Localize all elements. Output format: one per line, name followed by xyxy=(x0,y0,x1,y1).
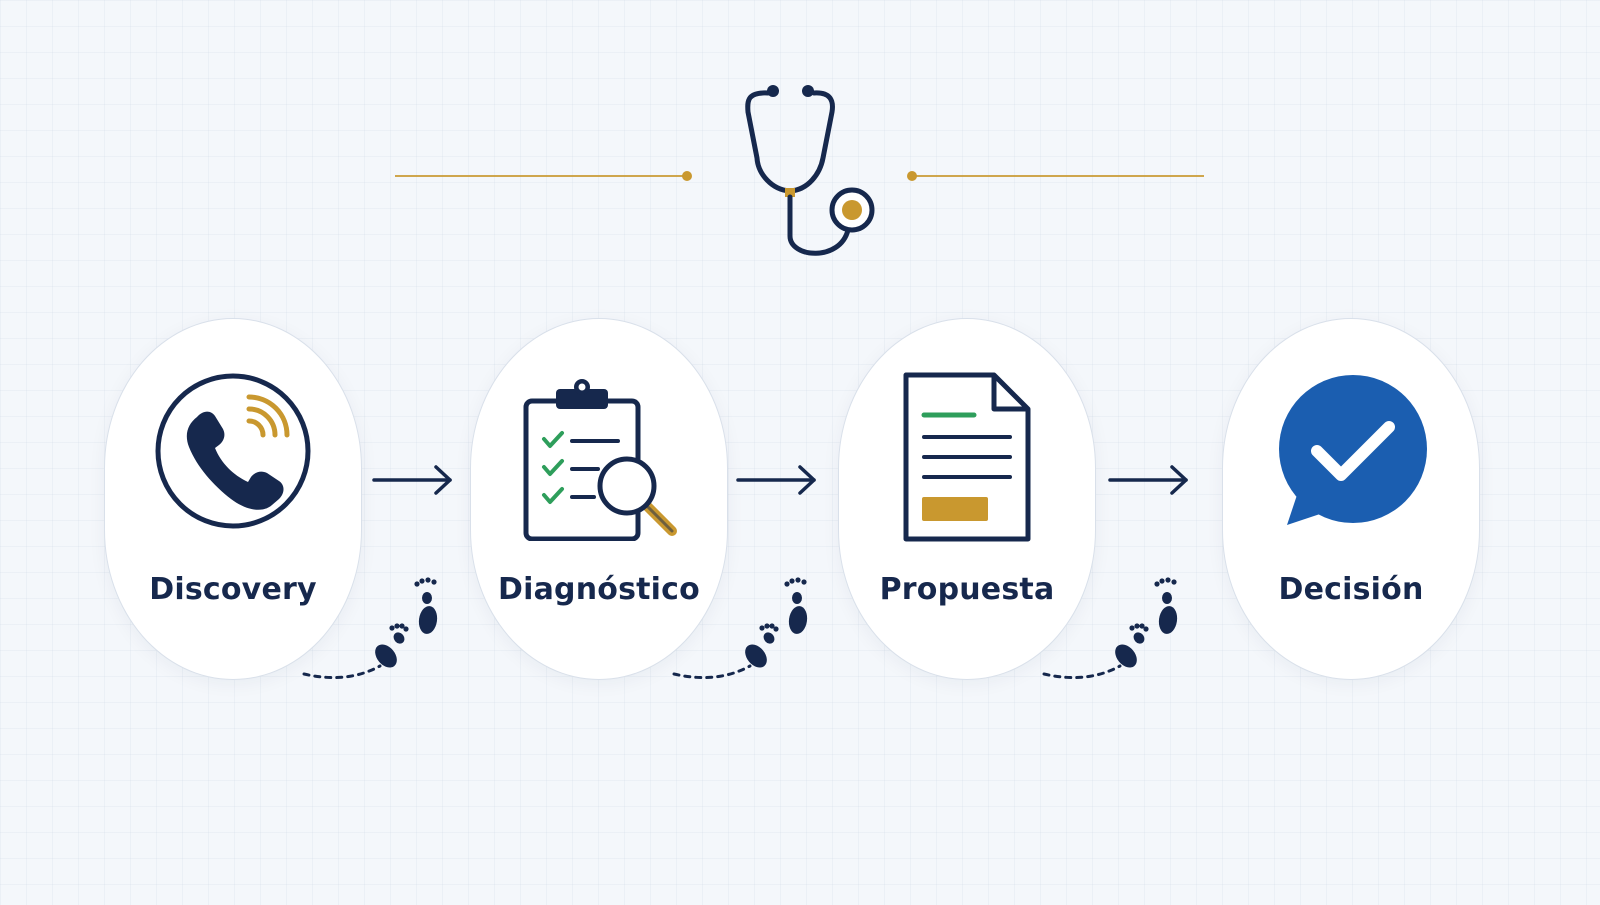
footprints-icon xyxy=(1042,577,1178,680)
stage-label: Decisión xyxy=(1278,572,1424,607)
document-icon xyxy=(903,372,1031,542)
check-chat-bubble-icon xyxy=(1279,375,1427,525)
stage-label: Diagnóstico xyxy=(498,572,700,607)
footprints-icon xyxy=(672,577,808,680)
clipboard-search-icon xyxy=(523,379,677,541)
stage-diagnostico: Diagnóstico xyxy=(470,318,728,680)
right-gold-dot xyxy=(907,171,917,181)
stage-label: Propuesta xyxy=(879,572,1055,607)
stage-decision: Decisión xyxy=(1222,318,1480,680)
arrow-right-icon xyxy=(736,465,816,495)
footprints-icon xyxy=(302,577,438,680)
stage-label: Discovery xyxy=(149,572,317,607)
arrow-right-icon xyxy=(372,465,452,495)
left-gold-dot xyxy=(682,171,692,181)
phone-call-icon xyxy=(155,373,311,529)
header-decoration xyxy=(395,85,1204,256)
stethoscope-icon xyxy=(745,85,875,256)
stage-discovery: Discovery xyxy=(104,318,362,680)
arrow-right-icon xyxy=(1108,465,1188,495)
stage-propuesta: Propuesta xyxy=(838,318,1096,680)
